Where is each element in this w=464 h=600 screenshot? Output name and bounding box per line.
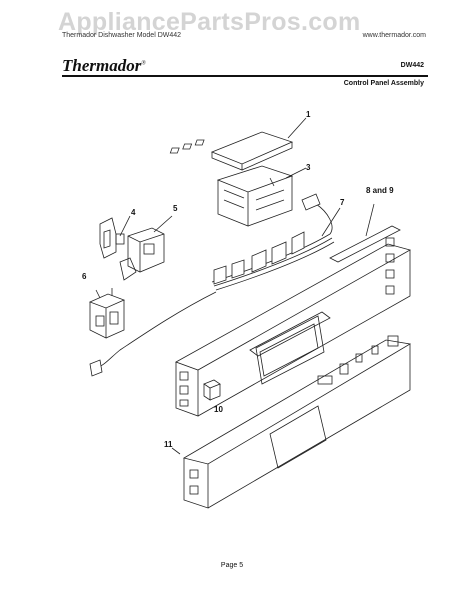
part-6-transformer: [88, 288, 126, 339]
part-3-control-module: [216, 165, 307, 227]
model-number: DW442: [400, 62, 424, 69]
callout-10: 10: [214, 405, 223, 414]
part-11-rear-housing: [171, 335, 412, 509]
brand-logo: Thermador®: [62, 56, 146, 76]
header-rule: [62, 75, 428, 77]
callout-7: 7: [340, 198, 345, 207]
page-number: Page 5: [220, 562, 244, 569]
part-10-switch: [203, 379, 221, 401]
header-model-text: Thermador Dishwasher Model DW442: [62, 32, 182, 39]
section-title: Control Panel Assembly: [343, 80, 424, 87]
callout-4: 4: [131, 208, 136, 217]
callout-8-and-9: 8 and 9: [366, 186, 394, 195]
callout-6: 6: [82, 272, 87, 281]
callout-3: 3: [306, 163, 311, 172]
part-5-relay-housing: [119, 215, 173, 281]
part-4-bracket: [99, 215, 131, 259]
callout-11: 11: [164, 440, 173, 449]
callout-5: 5: [173, 204, 178, 213]
part-8-and-9-control-panel: [175, 203, 412, 417]
callout-1: 1: [306, 110, 311, 119]
header-website-text: www.thermador.com: [362, 32, 426, 39]
watermark-text: AppliancePartsPros.com: [58, 8, 361, 36]
brand-name: Thermador: [62, 56, 142, 75]
part-7-wire-harness: [89, 193, 341, 377]
part-1-keypad: [169, 117, 307, 171]
brand-mark: ®: [141, 60, 146, 67]
